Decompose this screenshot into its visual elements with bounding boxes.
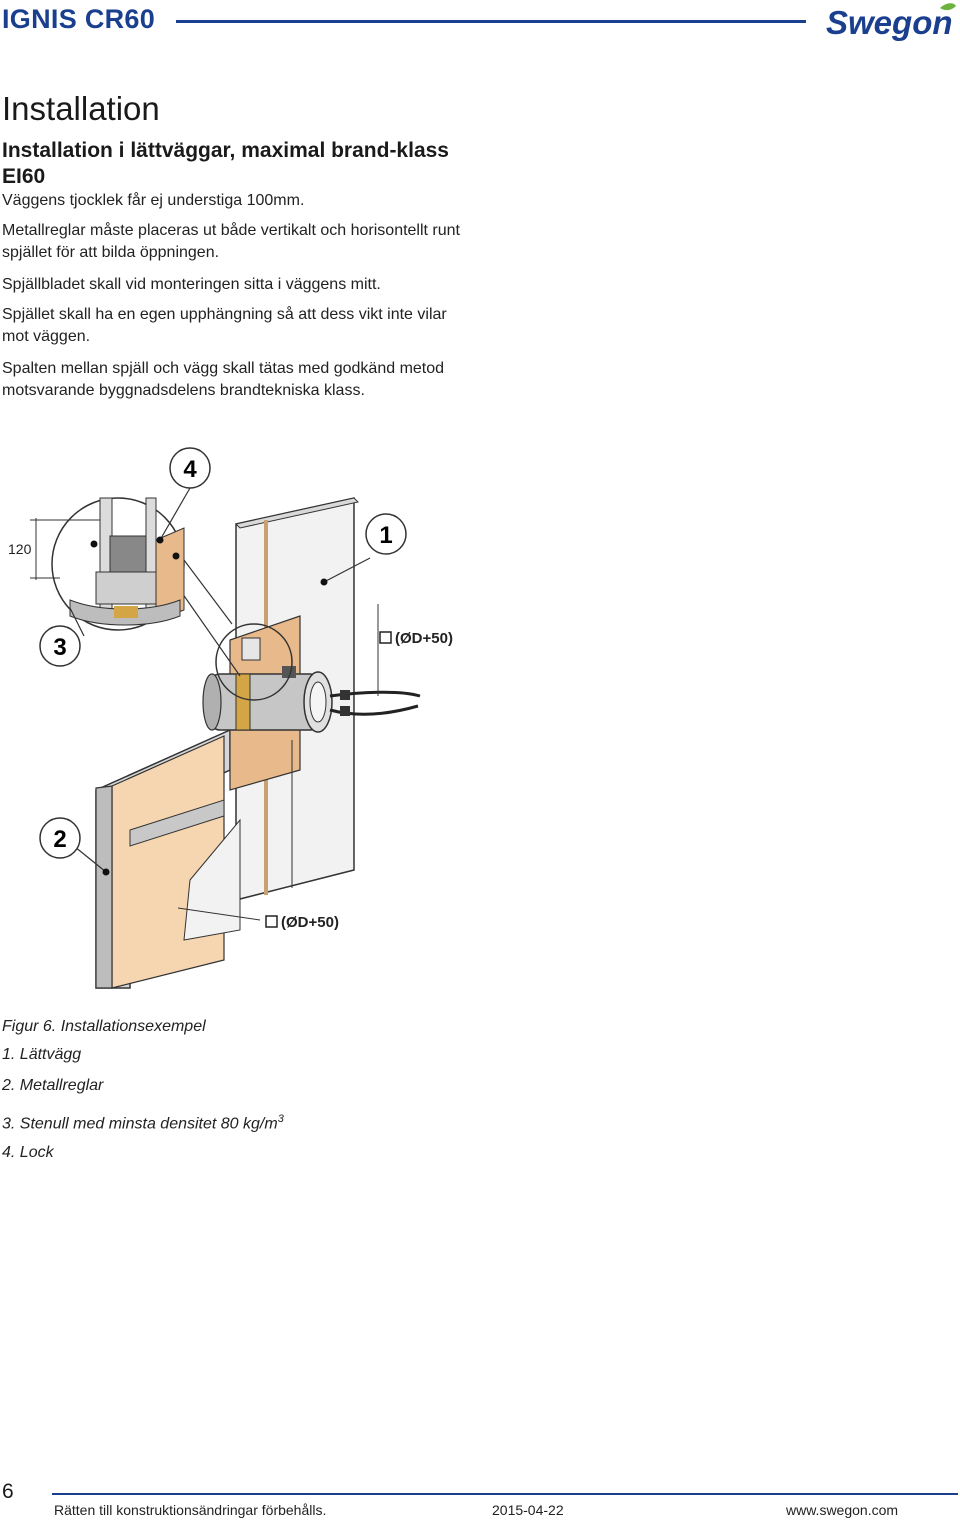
dim-120-label: 120 [8,541,32,557]
detail-marker-circle [215,623,293,701]
inset-wool [114,606,138,618]
damper-opening [309,681,327,723]
caption-item-3-text: 3. Stenull med minsta densitet 80 kg/m [2,1115,278,1133]
callout-3-label: 3 [53,634,66,661]
document-title: IGNIS CR60 [2,4,156,34]
caption-superscript: 3 [277,1113,284,1125]
swegon-logo-text: Swegon [826,4,953,41]
figure-caption-title: Figur 6. Installationsexempel [2,1018,206,1035]
leader-1 [323,557,371,583]
inset-opening [109,535,147,577]
cable-clip-lower [340,706,350,716]
paragraph-suspension: Spjället skall ha en egen upphängning så… [2,306,447,345]
inset-dot-1 [90,540,98,548]
leader-4 [159,487,191,541]
damper-inlet [202,673,222,731]
detail-leader-1 [183,559,233,625]
leader-2-dot [102,868,110,876]
square-icon [265,915,278,928]
swegon-logo: Swegon [826,3,956,41]
paragraph-sealing: Spalten mellan spjäll och vägg skall tät… [2,360,445,399]
caption-item-2: 2. Metallreglar [2,1077,104,1094]
caption-item-3: 3. Stenull med minsta densitet 80 kg/m3 [2,1108,284,1135]
caption-item-1: 1. Lättvägg [2,1046,82,1063]
callout-4 [169,447,211,489]
horizontal-stud [129,799,225,847]
wall-cut-edge [183,818,241,941]
callout-1 [365,513,407,555]
footer-date: 2015-04-22 [492,1502,564,1518]
square-icon [379,631,392,644]
detail-leader-2 [179,589,241,677]
paragraph-wall-thickness: Väggens tjocklek får ej understiga 100mm… [2,192,305,209]
leader-4-dot [156,536,164,544]
dim-bottom-label: (ØD+50) [281,914,339,931]
dim-bottom-extension [177,907,261,921]
callout-1-label: 1 [379,522,392,549]
cable-clip-upper [340,690,350,700]
cable-upper [329,690,421,698]
cable-lower [329,704,419,716]
leader-1-dot [320,578,328,586]
page-number: 6 [2,1480,14,1503]
inset-board [155,527,185,621]
footer-disclaimer: Rätten till konstruktionsändringar förbe… [54,1502,327,1518]
inset-dot-2 [172,552,180,560]
callout-4-label: 4 [183,456,197,483]
footer-rule [52,1493,958,1495]
footer-website[interactable]: www.swegon.com [786,1502,899,1518]
callout-2 [39,817,81,859]
vertical-stud [95,785,113,989]
mineral-wool-band [235,673,251,731]
detail-marker-stud [241,637,261,661]
callout-2-label: 2 [53,826,66,853]
callout-3 [39,625,81,667]
paragraph-blade-position: Spjällbladet skall vid monteringen sitta… [2,276,381,293]
actuator-box [282,666,296,678]
dim-top-label: (ØD+50) [395,630,453,647]
leaf-icon [940,3,956,11]
header-rule [176,20,806,23]
installation-figure: 120 4 1 3 2 (ØD+50) (ØD+50) [8,447,453,989]
subheading: Installation i lättväggar, maximal brand… [2,139,449,188]
inset-bracket [95,571,159,605]
section-title: Installation [2,90,160,127]
leader-3 [69,607,85,637]
paragraph-metal-studs: Metallreglar måste placeras ut både vert… [2,222,460,261]
caption-item-4: 4. Lock [2,1144,54,1161]
